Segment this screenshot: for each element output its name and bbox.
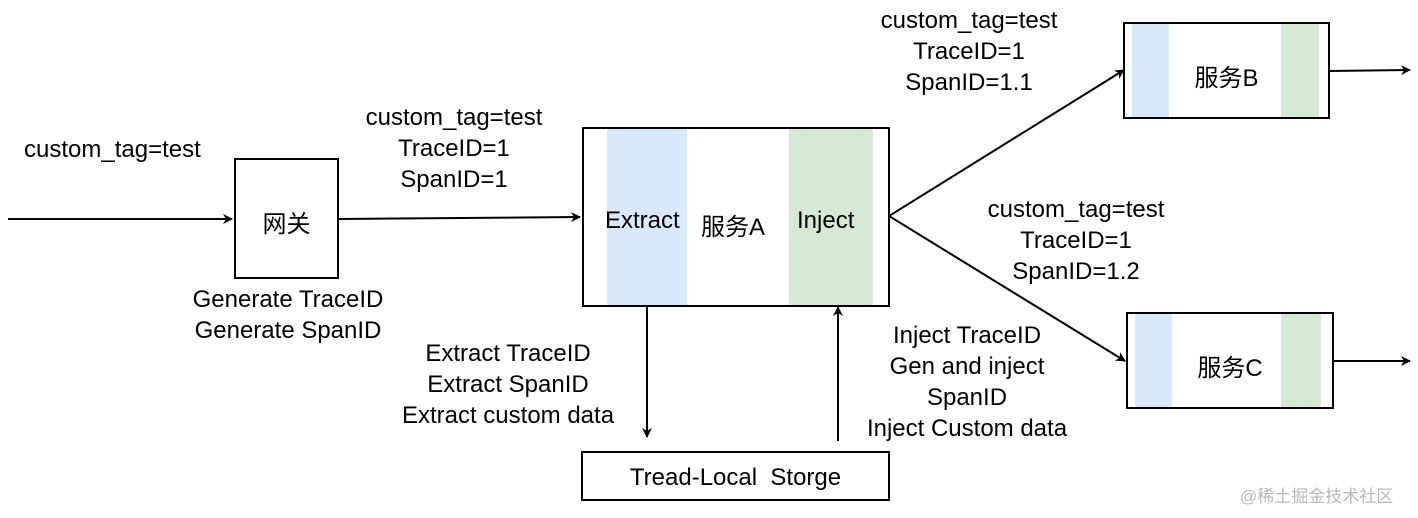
- service-a-name: 服务A: [701, 214, 766, 241]
- extract-label: Extract: [605, 207, 680, 234]
- inject-region: [1281, 314, 1321, 407]
- hop-line: custom_tag=test: [880, 7, 1058, 34]
- service-a-box: Extract 服务A Inject: [582, 127, 890, 307]
- extract-note: Extract SpanID: [427, 371, 589, 398]
- extract-region: [607, 129, 687, 305]
- extract-note: Extract custom data: [401, 402, 615, 429]
- hop-line: TraceID=1: [1020, 227, 1132, 254]
- arrow-service-b-out: [1328, 65, 1411, 76]
- service-b-name: 服务B: [1194, 65, 1259, 92]
- hop-a-to-c-label: custom_tag=test TraceID=1 SpanID=1.2: [962, 194, 1190, 287]
- extract-region: [1132, 24, 1169, 117]
- gateway-notes: Generate TraceID Generate SpanID: [160, 284, 416, 346]
- inject-note: Inject TraceID: [892, 322, 1042, 349]
- hop-line: custom_tag=test: [987, 196, 1165, 223]
- storage-label: Tread-Local Storge: [629, 464, 842, 491]
- extract-notes: Extract TraceID Extract SpanID Extract c…: [380, 338, 636, 431]
- extract-note: Extract TraceID: [425, 340, 591, 367]
- inject-note: SpanID: [926, 384, 1008, 411]
- arrow-service-a-to-b: [888, 69, 1125, 217]
- inject-note: Gen and inject: [889, 353, 1045, 380]
- arrow-service-a-to-c: [888, 215, 1126, 362]
- gateway-label: 网关: [262, 211, 311, 238]
- hop-line: TraceID=1: [913, 38, 1025, 65]
- incoming-tag-label: custom_tag=test: [24, 136, 201, 163]
- inject-note: Inject Custom data: [866, 415, 1068, 442]
- gateway-box: 网关: [234, 158, 339, 279]
- hop-line: SpanID=1: [400, 166, 508, 193]
- service-c-name: 服务C: [1197, 355, 1263, 382]
- hop-line: SpanID=1.2: [1012, 258, 1140, 285]
- hop-gateway-to-a-label: custom_tag=test TraceID=1 SpanID=1: [340, 102, 568, 195]
- gateway-note: Generate SpanID: [194, 317, 382, 344]
- hop-line: TraceID=1: [398, 135, 510, 162]
- inject-notes: Inject TraceID Gen and inject SpanID Inj…: [845, 320, 1089, 444]
- hop-line: SpanID=1.1: [905, 69, 1033, 96]
- thread-local-storage-box: Tread-Local Storge: [581, 451, 890, 501]
- arrow-gateway-to-service-a: [337, 212, 581, 223]
- inject-region: [1281, 24, 1319, 117]
- gateway-note: Generate TraceID: [192, 286, 384, 313]
- extract-region: [1135, 314, 1172, 407]
- inject-region: [789, 129, 873, 305]
- watermark: @稀土掘金技术社区: [1240, 487, 1394, 506]
- inject-label: Inject: [797, 207, 855, 234]
- service-b-box: 服务B: [1123, 22, 1330, 119]
- hop-a-to-b-label: custom_tag=test TraceID=1 SpanID=1.1: [855, 5, 1083, 98]
- hop-line: custom_tag=test: [365, 104, 543, 131]
- service-c-box: 服务C: [1126, 312, 1334, 409]
